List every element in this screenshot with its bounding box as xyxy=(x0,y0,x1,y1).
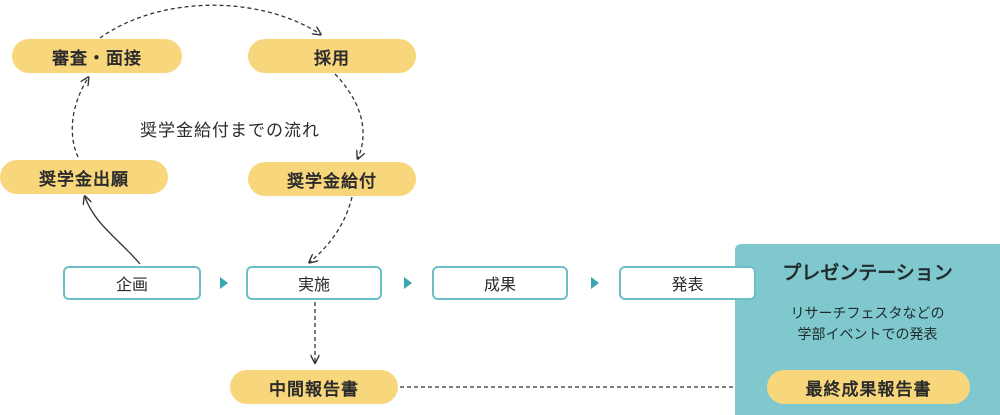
pill-interim-report: 中間報告書 xyxy=(230,370,398,404)
arrow-plan-to-application xyxy=(85,197,141,265)
panel-desc-line-2: 学部イベントでの発表 xyxy=(797,327,938,343)
box-implementation: 実施 xyxy=(246,266,382,300)
panel-description: リサーチフェスタなどの 学部イベントでの発表 xyxy=(735,304,1000,346)
arrow-application-to-review xyxy=(71,78,88,158)
cycle-label: 奨学金給付までの流れ xyxy=(140,121,320,141)
pill-review-interview: 審査・面接 xyxy=(12,39,182,73)
flow-arrow-3 xyxy=(591,277,599,289)
panel-title: プレゼンテーション xyxy=(782,262,953,284)
box-presentation: 発表 xyxy=(619,266,756,300)
panel-desc-line-1: リサーチフェスタなどの xyxy=(790,306,945,322)
flow-arrow-1 xyxy=(220,277,228,289)
flow-arrow-2 xyxy=(404,277,412,289)
box-plan: 企画 xyxy=(63,266,201,300)
pill-final-report: 最終成果報告書 xyxy=(767,370,970,404)
arrow-adoption-to-payment xyxy=(334,73,363,158)
arrow-review-to-adoption xyxy=(99,4,320,39)
box-outcome: 成果 xyxy=(432,266,568,300)
arrow-payment-to-implementation xyxy=(310,196,353,262)
pill-adoption: 採用 xyxy=(248,39,416,73)
pill-scholarship-payment: 奨学金給付 xyxy=(248,162,416,196)
pill-scholarship-application: 奨学金出願 xyxy=(0,160,168,194)
